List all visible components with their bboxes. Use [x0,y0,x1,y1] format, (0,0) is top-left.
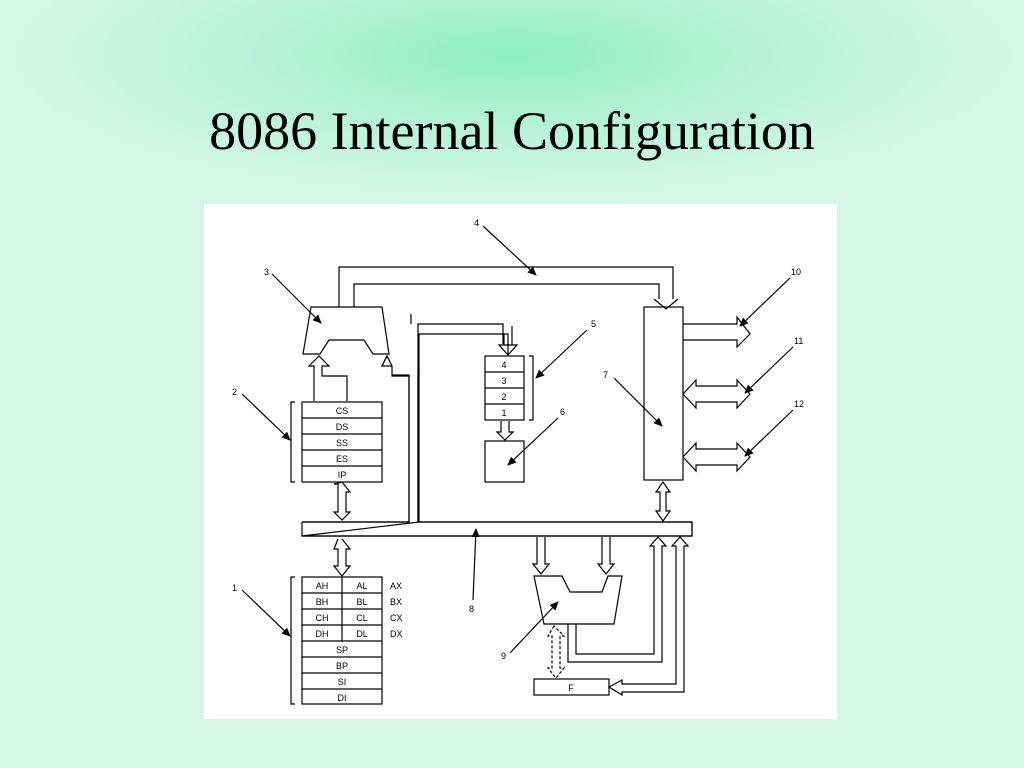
callout-5: 5 [535,319,596,379]
bus-band [301,521,693,537]
alu [533,575,623,625]
bus-to-queue-path [497,326,519,356]
callout-3: 3 [264,267,322,324]
alu-flags-arrow [546,625,566,679]
diagram-canvas: CS DS SS ES IP AH BH CH DH AL BL CL DL S… [232,218,804,705]
svg-text:3: 3 [264,267,269,277]
svg-text:1: 1 [232,583,237,593]
adder-output-path [338,266,674,307]
svg-text:5: 5 [591,319,596,329]
svg-text:11: 11 [794,336,803,346]
bus-to-alu-left [531,537,551,575]
reg-dl: DL [356,629,368,639]
address-adder [302,306,390,355]
reg-ah: AH [316,581,329,591]
instruction-queue: 4 3 2 1 [484,355,534,421]
reg-dx: DX [390,629,403,639]
reg-sp: SP [336,645,348,655]
queue-slot-2: 2 [501,392,506,402]
svg-text:6: 6 [560,407,565,417]
adder-right-arrow [381,354,393,367]
svg-text:8: 8 [469,604,474,614]
reg-si: SI [338,677,347,687]
bus-to-alu-right [596,537,616,575]
bus-control-unit [643,306,684,481]
instruction-decoder [484,440,525,483]
internal-bus [301,333,693,537]
reg-ch: CH [316,613,329,623]
reg-bl: BL [356,597,367,607]
svg-text:9: 9 [501,651,506,661]
biu-bus-arrow [654,480,672,523]
gpr-bus-arrow [332,538,352,577]
svg-text:7: 7 [603,370,608,380]
callout-6: 6 [507,407,565,466]
callout-10: 10 [739,267,801,327]
reg-ax: AX [390,581,402,591]
queue-slot-4: 4 [501,360,506,370]
reg-al: AL [356,581,367,591]
reg-dh: DH [316,629,329,639]
callout-2: 2 [232,387,291,441]
segment-register-file: CS DS SS ES IP [290,401,383,483]
slide-title: 8086 Internal Configuration [209,101,815,161]
reg-bp: BP [336,661,348,671]
callout-9: 9 [501,601,559,661]
queue-slot-1: 1 [501,408,506,418]
reg-di: DI [338,693,347,703]
svg-text:2: 2 [232,387,237,397]
alu-to-bus-path [567,536,668,663]
address-out-arrow [683,315,751,349]
reg-ds: DS [336,422,349,432]
block-diagram: CS DS SS ES IP AH BH CH DH AL BL CL DL S… [204,204,837,719]
control-bus-arrow [682,441,751,473]
reg-bx: BX [390,597,402,607]
reg-cl: CL [356,613,368,623]
queue-slot-3: 3 [501,376,506,386]
seg-bus-arrow [332,481,352,521]
callout-11: 11 [744,336,803,394]
reg-bh: BH [316,597,329,607]
callout-4: 4 [474,218,537,276]
callout-7: 7 [603,370,663,427]
callout-8: 8 [469,528,480,614]
reg-cs: CS [336,406,349,416]
flags-label: F [568,683,574,693]
queue-to-decoder-arrow [495,421,515,441]
callout-12: 12 [744,399,804,457]
general-register-file: AH BH CH DH AL BL CL DL SP BP SI DI AX B… [290,576,403,705]
svg-text:10: 10 [791,267,801,277]
biu-input-arrow [653,298,679,310]
data-bus-arrow [682,378,751,410]
svg-text:12: 12 [794,399,804,409]
reg-ip: IP [338,470,347,480]
flags-bus-path [607,536,690,697]
reg-cx: CX [390,613,403,623]
reg-ss: SS [336,438,348,448]
seg-to-adder-path [307,355,348,401]
callout-1: 1 [232,583,291,637]
svg-text:4: 4 [474,218,479,228]
reg-es: ES [336,454,348,464]
